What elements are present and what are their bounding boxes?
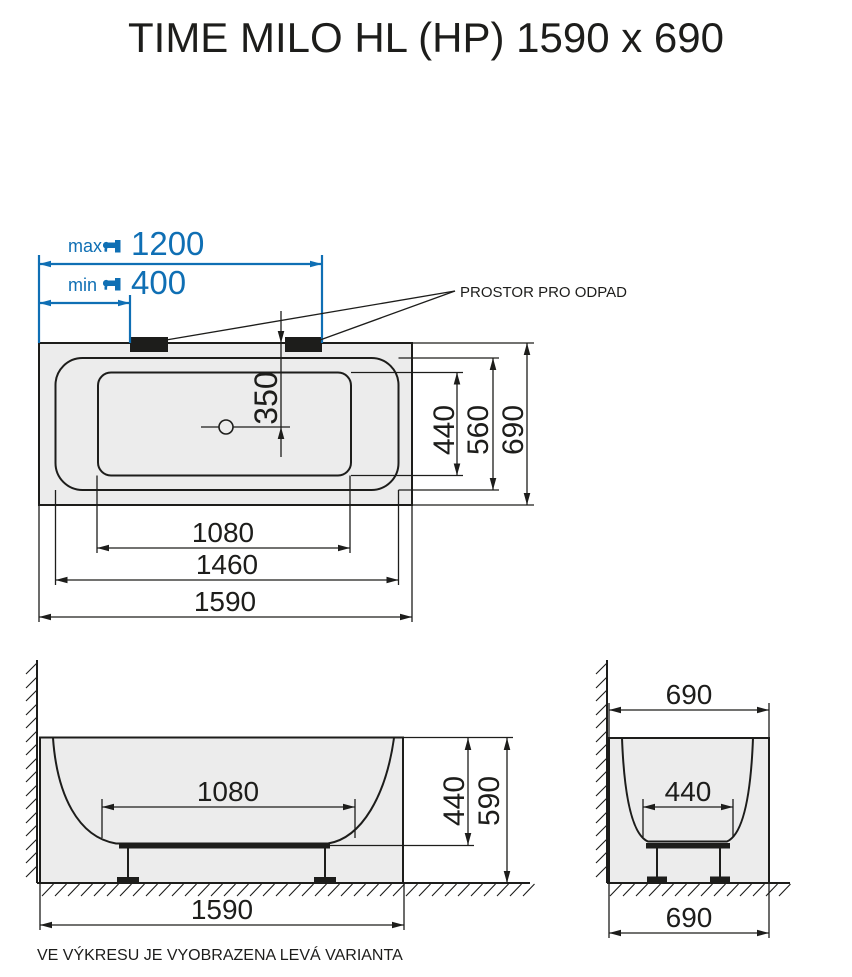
front-dim-440-label: 440 xyxy=(438,776,471,826)
side-dim-440-label: 440 xyxy=(665,776,712,807)
min-value: 400 xyxy=(131,264,186,301)
side-view: 690 440 690 xyxy=(595,660,791,938)
drain-hole-icon xyxy=(218,419,234,435)
floor-hatch xyxy=(609,883,791,897)
front-tub-body xyxy=(39,736,404,884)
front-view: 1080 440 590 1590 VE VÝKRESU JE VYOBRAZE… xyxy=(25,660,535,964)
dim-440-label: 440 xyxy=(428,405,461,455)
drain-space-left xyxy=(130,337,168,352)
floor-hatch xyxy=(41,883,535,897)
leg-foot xyxy=(314,877,336,883)
wall-hatch xyxy=(595,662,608,878)
dim-drain-offset: 350 xyxy=(248,311,285,457)
dim-1460-label: 1460 xyxy=(196,549,258,580)
side-dim-440: 440 xyxy=(642,776,734,837)
faucet-position-dimensions: max 1200 min 400 xyxy=(37,225,324,343)
plan-tub-inner-rim xyxy=(54,357,400,491)
max-value: 1200 xyxy=(131,225,204,262)
side-dim-690-bottom-label: 690 xyxy=(666,902,713,933)
leg-foot xyxy=(647,876,667,882)
front-height-dimensions: 440 590 xyxy=(330,736,513,883)
plan-tub-bottom xyxy=(97,371,352,477)
front-dim-1080-label: 1080 xyxy=(197,776,259,807)
max-label: max xyxy=(68,236,102,256)
plan-bottom-dimensions: 1080 1460 1590 xyxy=(38,475,413,622)
front-dim-590-label: 590 xyxy=(473,776,506,826)
drain-note: PROSTOR PRO ODPAD xyxy=(165,284,627,341)
drain-space-right xyxy=(285,337,322,352)
plan-view: 350 440 560 690 xyxy=(37,225,627,622)
faucet-icon xyxy=(103,278,121,291)
variant-footnote: VE VÝKRESU JE VYOBRAZENA LEVÁ VARIANTA xyxy=(37,945,403,964)
faucet-icon xyxy=(103,240,121,253)
min-label: min xyxy=(68,275,97,295)
page-title: TIME MILO HL (HP) 1590 x 690 xyxy=(128,14,724,61)
leg-foot xyxy=(710,876,730,882)
side-dim-690-top: 690 xyxy=(608,679,770,737)
plan-right-dimensions: 440 560 690 xyxy=(351,342,534,506)
front-dim-1590: 1590 xyxy=(39,884,405,930)
side-dim-690-top-label: 690 xyxy=(666,679,713,710)
front-dim-1590-label: 1590 xyxy=(191,894,253,925)
support-board xyxy=(646,843,730,849)
drain-note-label: PROSTOR PRO ODPAD xyxy=(460,284,627,301)
wall-hatch xyxy=(25,662,38,878)
side-dim-690-bottom: 690 xyxy=(608,884,770,938)
dim-1590-label: 1590 xyxy=(194,586,256,617)
dim-690-label: 690 xyxy=(497,405,530,455)
dim-350-label: 350 xyxy=(248,371,284,424)
support-board xyxy=(119,843,330,849)
leg-foot xyxy=(117,877,139,883)
dim-1080-label: 1080 xyxy=(192,517,254,548)
side-tub-bowl xyxy=(621,737,754,843)
front-dim-1080: 1080 xyxy=(101,776,356,838)
side-tub-body xyxy=(608,737,770,884)
dim-560-label: 560 xyxy=(462,405,495,455)
